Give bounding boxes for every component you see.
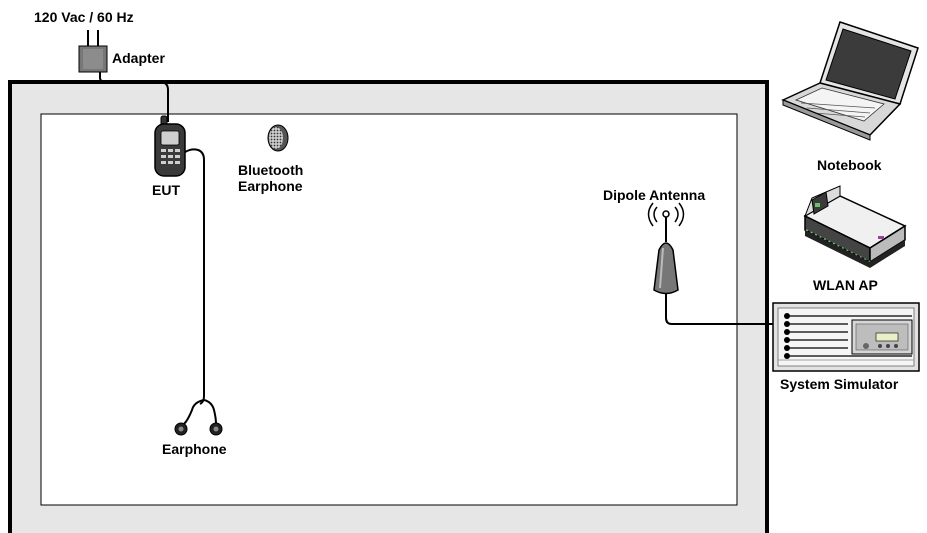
shielded-chamber — [8, 80, 769, 533]
notebook-label: Notebook — [817, 157, 882, 173]
earphone-label: Earphone — [162, 441, 227, 457]
mobile-phone-icon — [154, 115, 186, 177]
power-cable — [99, 72, 169, 122]
bluetooth-earphone-label-line2: Earphone — [238, 178, 303, 194]
earphone-split-cable — [183, 399, 217, 425]
bluetooth-earphone-icon — [267, 124, 289, 152]
adapter-icon — [78, 45, 108, 73]
power-source-label: 120 Vac / 60 Hz — [34, 9, 134, 25]
eut-label: EUT — [152, 182, 180, 198]
wired-earphone-icon — [174, 422, 223, 436]
dipole-antenna-label: Dipole Antenna — [603, 187, 706, 203]
laptop-icon — [781, 21, 919, 141]
bluetooth-earphone-label-line1: Bluetooth — [238, 162, 304, 178]
wlan-ap-label: WLAN AP — [813, 277, 878, 293]
rack-instrument-icon — [772, 302, 920, 372]
plug-icon — [87, 30, 99, 46]
system-simulator-label: System Simulator — [780, 376, 899, 392]
dipole-antenna-icon — [647, 202, 685, 295]
rf-cable — [665, 294, 785, 325]
adapter-label: Adapter — [112, 50, 165, 66]
router-icon — [803, 185, 907, 268]
